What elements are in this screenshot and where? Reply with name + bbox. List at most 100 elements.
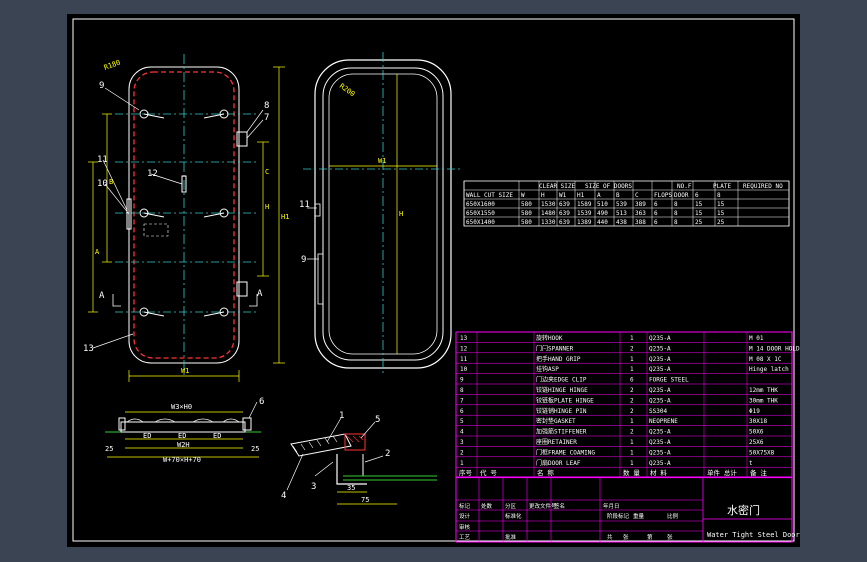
detail-leaders	[286, 417, 384, 491]
size-group-header: SIZE OF DOORS	[585, 183, 632, 190]
front-leaders	[92, 87, 264, 349]
tb-sheet-label: 张	[623, 533, 629, 541]
parts-list-cell: Φ19	[749, 408, 760, 415]
plan-dim-right: 25	[251, 445, 259, 453]
dim-b: B	[109, 178, 113, 186]
parts-list-cell: Q235-A	[649, 460, 671, 467]
lower-hinge	[236, 281, 248, 297]
size-table-cell: 8	[674, 201, 678, 208]
parts-list-cell: 加强筋STIFFENER	[536, 428, 587, 436]
plan-leader-6	[248, 401, 258, 419]
size-table-cell: 8	[674, 210, 678, 217]
size-table-cell: 580	[521, 201, 532, 208]
parts-list-cell: 1	[630, 460, 634, 467]
parts-list-cell: NEOPRENE	[649, 418, 678, 425]
parts-list-cell: 7	[460, 397, 464, 404]
detail-gasket	[344, 433, 366, 451]
parts-list-cell: Q235-A	[649, 429, 671, 436]
size-group-header: PLATE	[713, 183, 731, 190]
detail-dimension-lines	[337, 491, 397, 505]
detail-callout-4: 4	[281, 491, 286, 501]
detail-callout-3: 3	[311, 482, 316, 492]
size-table-cell: 6	[654, 210, 658, 217]
parts-list-cell: 1	[630, 449, 634, 456]
parts-list-cell: t	[749, 460, 753, 467]
tb-label-row2: 重量	[633, 512, 645, 520]
rear-dim-w1: W1	[378, 157, 386, 165]
parts-list-cell: 1	[630, 439, 634, 446]
parts-list-cell: 13	[460, 335, 468, 342]
parts-list-cell: 1	[460, 460, 464, 467]
tb-label-row4: 工艺	[459, 534, 471, 541]
parts-list-cell: 25X6	[749, 439, 764, 446]
parts-list-cell: 50X75X8	[749, 449, 775, 456]
front-dimension-lines	[88, 66, 285, 382]
parts-list-cell: 1	[630, 418, 634, 425]
callout-11: 11	[97, 155, 108, 165]
size-table-cell: 15	[695, 201, 703, 208]
title-block-labels: 标记处数分区更改文件号签名年月日设计标准化阶段标记重量比例审核工艺批准共张第张	[459, 502, 679, 541]
parts-list-header: 材 料	[650, 468, 667, 477]
parts-list-cell: Q235-A	[649, 335, 671, 342]
size-table-cell: 15	[717, 201, 725, 208]
size-group-header: NO.F	[677, 183, 692, 190]
tb-label-row1: 年月日	[603, 502, 620, 510]
size-table-cell: 25	[717, 219, 725, 226]
size-table-cell: 440	[597, 219, 608, 226]
parts-list-cell: Q235-A	[649, 356, 671, 363]
size-table-cell: 513	[616, 210, 627, 217]
tb-label-row2: 阶段标记	[607, 512, 630, 520]
front-view: W1 H1 H C B A R180 A A 9 8 7 11 10 12 13	[83, 54, 289, 382]
parts-list-cell: 4	[460, 429, 464, 436]
tb-label-row4: 批准	[505, 533, 517, 541]
detail-gasket-hatch	[346, 435, 364, 443]
parts-list-cell: 2	[460, 449, 464, 456]
parts-list-cell: 30X18	[749, 418, 767, 425]
rear-dim-h: H	[399, 210, 403, 218]
tb-sheet-label: 第	[647, 533, 653, 541]
title-block-border	[455, 476, 793, 543]
parts-list-cell: M 08 X 1C	[749, 356, 782, 363]
size-table-cell: 6	[654, 219, 658, 226]
plan-dim-ed2: ED	[178, 432, 186, 440]
size-table-cell: 6	[654, 201, 658, 208]
parts-list-cell: 门闩SPANNER	[536, 344, 574, 352]
parts-list-cell: 12mm THK	[749, 387, 778, 394]
size-col-header: W	[521, 192, 525, 199]
parts-list-cell: 11	[460, 356, 468, 363]
parts-list-cell: Q235-A	[649, 366, 671, 373]
size-col-header: H	[541, 192, 545, 199]
parts-list-cell: Q235-A	[649, 439, 671, 446]
tb-label-row1: 标记	[459, 502, 471, 510]
rear-callout-9: 9	[301, 255, 306, 265]
parts-list-cell: Q235-A	[649, 387, 671, 394]
parts-list-cell: 2	[630, 397, 634, 404]
plan-dim-total: W+70×H+70	[163, 456, 201, 464]
parts-list-cell: M 14 DOOR HOLD	[749, 345, 800, 352]
section-detail: 35 75 1 5 2 3 4	[281, 411, 437, 505]
size-col-header: DOOR	[674, 192, 689, 199]
edge-clips	[139, 109, 229, 317]
size-table-cell: 580	[521, 210, 532, 217]
front-radius: R180	[103, 59, 122, 72]
plan-dim-left: 25	[105, 445, 113, 453]
parts-list-cell: 铰链HINGE HINGE	[536, 386, 588, 394]
detail-hatch	[292, 435, 338, 453]
tb-label-row1: 处数	[481, 502, 493, 510]
section-mark-right: A	[257, 289, 263, 299]
parts-list-header: 单件 总计	[707, 468, 737, 477]
plan-callout-6: 6	[259, 397, 264, 407]
size-table-cell: 639	[559, 210, 570, 217]
parts-list-cell: 密封垫GASKET	[536, 417, 576, 425]
section-mark-left: A	[99, 291, 105, 301]
parts-list-cell: 1	[630, 335, 634, 342]
parts-list-cell: SS304	[649, 408, 667, 415]
parts-list-header: 备 注	[750, 468, 767, 477]
parts-list-header: 序号	[459, 468, 473, 477]
tb-label-row3: 审核	[459, 523, 471, 531]
parts-list-cell: 2	[630, 429, 634, 436]
size-group-header: CLEAR SIZE	[539, 183, 576, 190]
plan-dim-w3h0: W3×H0	[171, 403, 192, 411]
size-table-cell: 8	[674, 219, 678, 226]
parts-list-cell: 30mm THK	[749, 397, 778, 404]
